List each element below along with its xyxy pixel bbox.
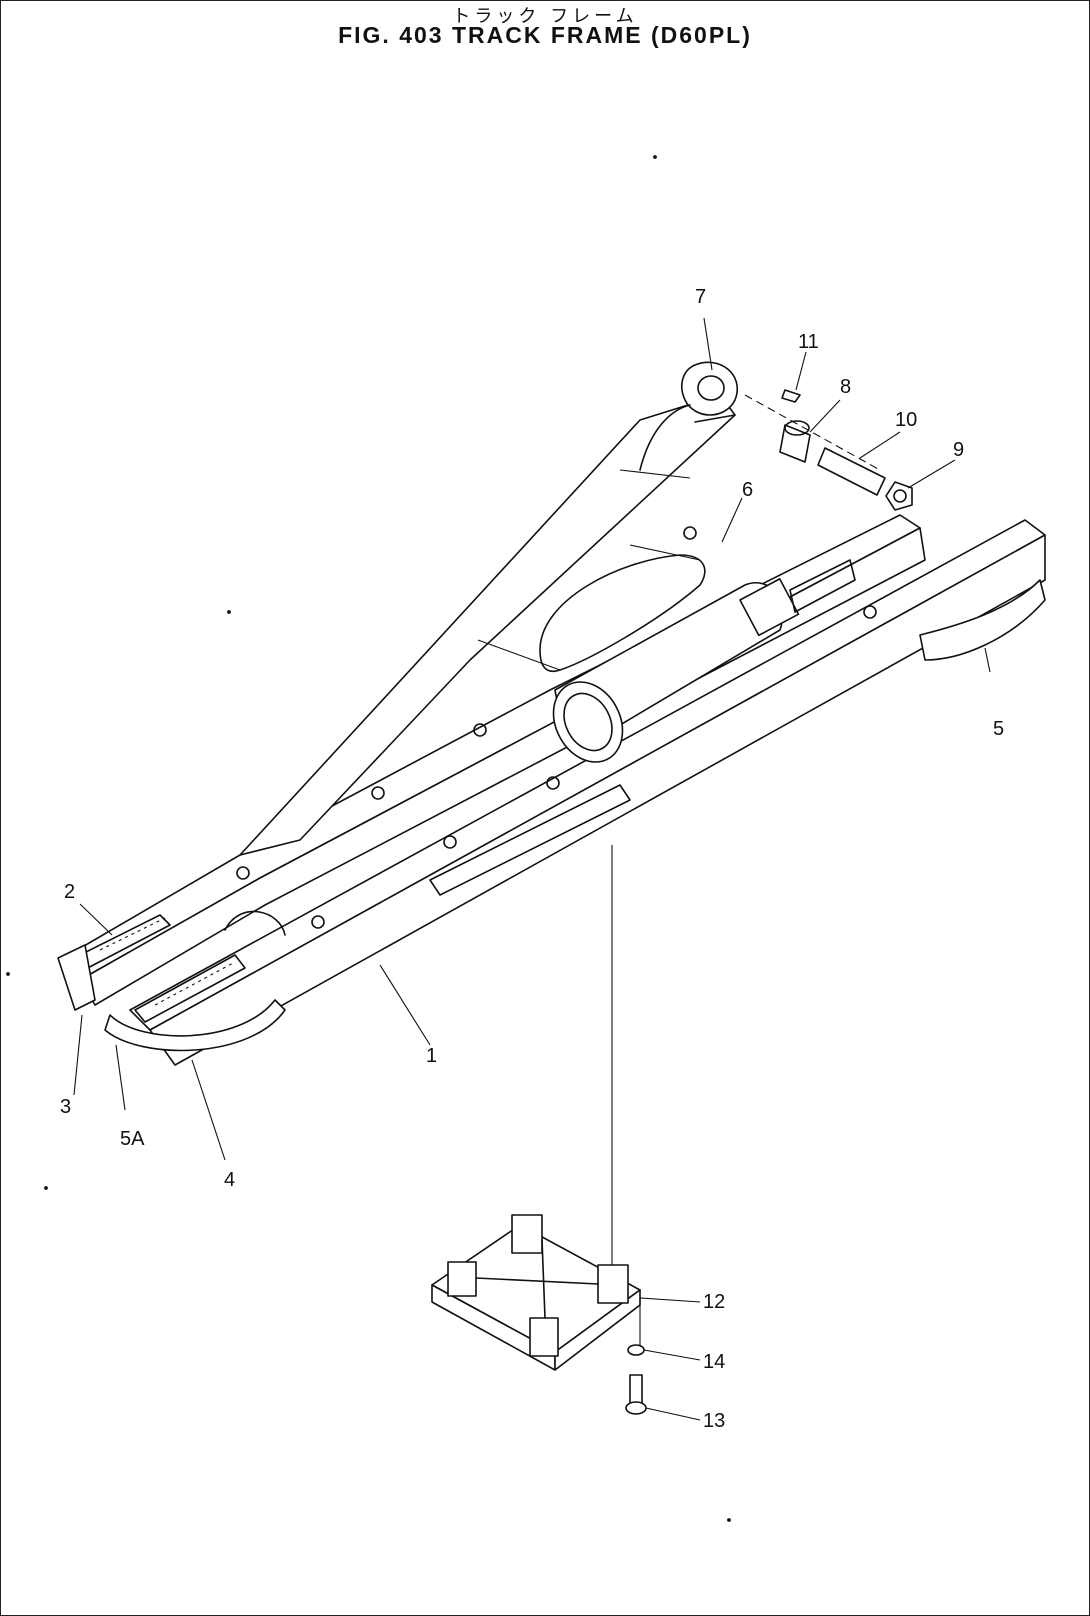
callout-11: 11 — [798, 331, 819, 353]
callout-5A: 5A — [120, 1128, 145, 1150]
rail-bolts — [236, 526, 877, 929]
frame-opening — [539, 554, 706, 672]
callout-13: 13 — [703, 1410, 725, 1432]
pin-nut — [885, 481, 913, 511]
side-guard-plate — [429, 784, 631, 896]
callout-6: 6 — [742, 479, 753, 501]
callout-8: 8 — [840, 376, 851, 398]
grease-fitting — [781, 389, 801, 403]
bolt — [629, 1374, 643, 1406]
callout-12: 12 — [703, 1291, 725, 1313]
loop-handle — [224, 910, 286, 936]
callout-14: 14 — [703, 1351, 725, 1373]
guide-rail-4 — [134, 954, 246, 1023]
figure-title: FIG. 403 TRACK FRAME (D60PL) — [338, 22, 752, 48]
bracket-3 — [57, 944, 96, 1011]
mounting-bracket — [431, 1214, 641, 1371]
pin-center-line — [744, 394, 881, 471]
callout-7: 7 — [695, 286, 706, 308]
guard-5A — [104, 999, 286, 1052]
callout-10: 10 — [895, 409, 917, 431]
right-rail-top — [129, 519, 1046, 1031]
pivot-boss — [639, 361, 738, 471]
callout-3: 3 — [60, 1096, 71, 1118]
recoil-cylinder — [552, 559, 856, 763]
callout-4: 4 — [224, 1169, 235, 1191]
callout-9: 9 — [953, 439, 964, 461]
callout-2: 2 — [64, 881, 75, 903]
pivot-pin — [817, 447, 886, 496]
title-japanese: トラック フレーム — [452, 6, 638, 27]
washer — [627, 1344, 645, 1356]
callout-1: 1 — [426, 1045, 437, 1067]
bushing — [779, 424, 811, 463]
guard-5 — [919, 579, 1046, 661]
leader-lines — [73, 317, 991, 1421]
pin-assembly — [744, 389, 913, 511]
callout-5: 5 — [993, 718, 1004, 740]
